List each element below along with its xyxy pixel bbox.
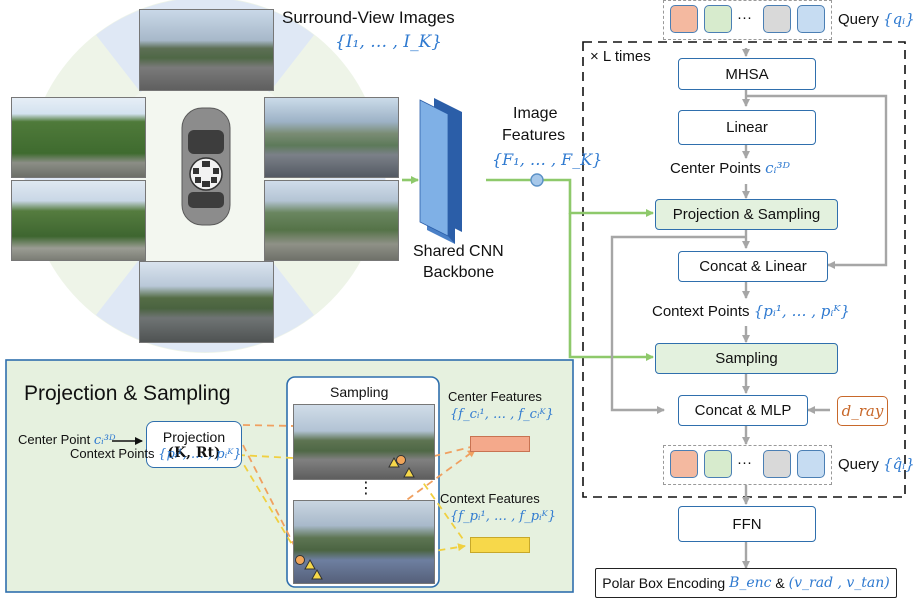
sampling-panel-title: Sampling [330, 384, 389, 400]
back-left-camera-image [11, 180, 146, 261]
query-token-3 [763, 5, 791, 33]
input-query-group: ··· [663, 0, 832, 40]
concat-mlp-block: Concat & MLP [678, 395, 808, 426]
query-token-2 [704, 5, 732, 33]
inset-center-point-text: Center Point [18, 432, 91, 447]
surround-view-math: {I₁, … , I_K} [335, 32, 443, 52]
context-points-math: {pᵢ¹, … , pᵢᴷ} [753, 302, 850, 320]
context-points-text: Context Points [652, 303, 750, 320]
linear-text: Linear [726, 119, 768, 136]
ego-car-icon [181, 107, 231, 226]
out-query-math: {q̂ᵢ} [883, 455, 914, 473]
concat-linear-text: Concat & Linear [699, 258, 807, 275]
out-query-label-text: Query [838, 456, 879, 473]
center-points-text: Center Points [670, 160, 761, 177]
cnn-backbone [419, 98, 462, 244]
context-feature-bar [470, 537, 530, 553]
output-amp: & [775, 575, 785, 591]
surround-view-title: Surround-View Images [282, 8, 455, 27]
center-feature-bar [470, 436, 530, 452]
output-math-velocity: (v_rad , v_tan) [788, 575, 890, 591]
concat-linear-block: Concat & Linear [678, 251, 828, 282]
image-features-label-line2: Features [502, 127, 566, 144]
image-features-label-line1: Image [513, 105, 558, 122]
inset-center-point-math: cᵢ³ᴰ [93, 433, 116, 448]
projection-sampling-text: Projection & Sampling [672, 206, 821, 223]
backbone-label-line2: Backbone [423, 264, 495, 281]
query-ellipsis: ··· [737, 9, 752, 26]
sampling-block: Sampling [655, 343, 838, 374]
center-points-math: cᵢ³ᴰ [765, 159, 791, 177]
gray-arrows [610, 48, 888, 569]
query-label: Query {qᵢ} [838, 10, 914, 28]
image-features-math: {F₁, … , F_K} [492, 150, 603, 169]
sampling-vertical-dots: ⋮ [358, 480, 374, 497]
d-ray-block: d_ray [837, 396, 888, 426]
inset-context-points-math: {pᵢ¹, … , pᵢᴷ} [158, 447, 242, 462]
inset-title: Projection & Sampling [24, 382, 231, 405]
query-token-4 [797, 5, 825, 33]
query-label-text: Query [838, 11, 879, 28]
output-label-text: Polar Box Encoding [602, 575, 726, 591]
query-token-1 [670, 5, 698, 33]
back-camera-image [139, 261, 274, 343]
out-query-ellipsis: ··· [737, 454, 752, 471]
context-points-label: Context Points {pᵢ¹, … , pᵢᴷ} [652, 302, 850, 320]
back-right-camera-image [264, 180, 399, 261]
mhsa-block: MHSA [678, 58, 816, 90]
front-camera-image [139, 9, 274, 91]
query-math: {qᵢ} [883, 10, 914, 28]
concat-mlp-text: Concat & MLP [694, 402, 792, 419]
context-features-math: {f_pᵢ¹, … , f_pᵢᴷ} [450, 509, 557, 524]
feature-node [530, 173, 544, 187]
sample-markers [295, 455, 415, 580]
out-query-label: Query {q̂ᵢ} [838, 455, 914, 473]
projection-sampling-block: Projection & Sampling [655, 199, 838, 230]
d-ray-text: d_ray [841, 402, 884, 420]
sampling-text: Sampling [715, 350, 778, 367]
inset-context-points-text: Context Points [70, 446, 155, 461]
output-math-benc: B_enc [729, 575, 772, 591]
green-arrows [402, 176, 654, 361]
out-query-token-3 [763, 450, 791, 478]
out-query-token-4 [797, 450, 825, 478]
front-left-camera-image [11, 97, 146, 178]
context-features-label: Context Features [440, 491, 540, 506]
projection-args: (K, Rt) [167, 444, 221, 461]
backbone-label-line1: Shared CNN [413, 243, 504, 260]
out-query-token-1 [670, 450, 698, 478]
inset-center-point-label: Center Point cᵢ³ᴰ [18, 432, 116, 448]
sampling-image-front [293, 404, 435, 480]
projection-title: Projection [162, 428, 226, 445]
output-query-group: ··· [663, 445, 832, 485]
ffn-text: FFN [732, 515, 762, 533]
linear-block: Linear [678, 110, 816, 145]
out-query-token-2 [704, 450, 732, 478]
center-features-math: {f_cᵢ¹, … , f_cᵢᴷ} [450, 407, 554, 422]
center-features-label: Center Features [448, 389, 542, 404]
projection-block: Projection (K, Rt) [146, 421, 242, 468]
output-block: Polar Box Encoding B_enc & (v_rad , v_ta… [595, 568, 897, 598]
mhsa-text: MHSA [725, 65, 769, 83]
inset-context-points-label: Context Points {pᵢ¹, … , pᵢᴷ} [70, 446, 242, 462]
loop-label: × L times [590, 48, 651, 65]
front-right-camera-image [264, 97, 399, 178]
center-points-label: Center Points cᵢ³ᴰ [670, 159, 790, 177]
ffn-block: FFN [678, 506, 816, 542]
